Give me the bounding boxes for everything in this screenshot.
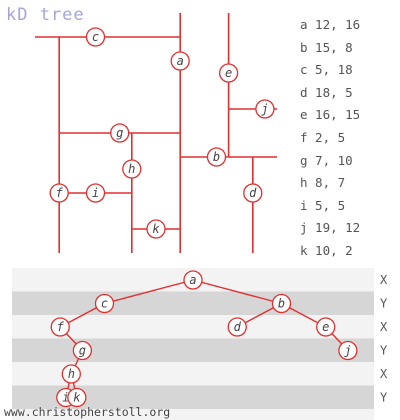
- svg-text:h: h: [68, 367, 75, 381]
- plane-point-b: b: [206, 147, 227, 167]
- svg-text:d: d: [249, 186, 257, 200]
- point-entry-h: h 8, 7: [300, 175, 346, 191]
- svg-text:g: g: [79, 344, 86, 358]
- plane-point-g: g: [110, 123, 130, 143]
- point-entry-a: a 12, 16: [300, 17, 361, 32]
- point-entry-d: d 18, 5: [300, 84, 353, 100]
- svg-text:j: j: [261, 102, 268, 116]
- point-entry-e: e 16, 15: [300, 107, 361, 123]
- svg-text:e: e: [225, 66, 232, 80]
- svg-text:k: k: [152, 222, 160, 236]
- svg-text:a: a: [189, 273, 196, 287]
- level-band-3: [12, 338, 374, 362]
- svg-text:b: b: [213, 150, 220, 164]
- svg-text:i: i: [92, 186, 99, 200]
- svg-text:d: d: [234, 320, 242, 334]
- level-axis-3: Y: [380, 344, 388, 358]
- level-axis-0: X: [380, 273, 388, 287]
- footer-credit: www.christopherstoll.org: [4, 405, 171, 419]
- svg-text:h: h: [128, 162, 135, 176]
- point-entry-b: b 15, 8: [300, 39, 353, 55]
- svg-text:b: b: [278, 297, 285, 311]
- level-band-1: [12, 291, 374, 315]
- svg-text:a: a: [177, 54, 184, 68]
- plane-point-d: d: [243, 183, 263, 203]
- svg-text:i: i: [62, 391, 69, 405]
- plane-point-i: i: [85, 183, 106, 203]
- plane-point-k: k: [146, 219, 166, 239]
- svg-text:c: c: [101, 297, 108, 311]
- tree-node-h: h: [61, 364, 81, 384]
- point-entry-k: k 10, 2: [300, 242, 353, 258]
- tree-edge-a-c: [104, 279, 194, 305]
- tree-node-e: e: [316, 317, 336, 337]
- point-entry-f: f 2, 5: [300, 129, 346, 145]
- svg-text:j: j: [344, 344, 351, 358]
- level-axis-1: Y: [380, 297, 388, 311]
- tree-node-c: c: [94, 293, 115, 314]
- plane-point-e: e: [218, 63, 239, 83]
- svg-text:c: c: [92, 30, 99, 44]
- tree-node-d: d: [227, 317, 247, 337]
- point-list: a 12, 16 b 15, 8 c 5, 18 d 18, 5 e 16, 15 f 2…: [300, 14, 360, 263]
- partition-plane: a c f g h i k b d e j: [35, 13, 277, 253]
- plane-point-h: h: [122, 159, 142, 179]
- svg-text:g: g: [116, 126, 123, 140]
- tree-node-g: g: [72, 340, 93, 361]
- point-entry-j: j 19, 12: [300, 220, 361, 236]
- diagram-title: kD tree: [6, 5, 85, 25]
- tree-level-bands: [12, 268, 374, 420]
- plane-point-c: c: [85, 27, 106, 47]
- point-entry-i: i 5, 5: [300, 197, 346, 213]
- level-axis-5: Y: [380, 391, 388, 405]
- tree-edge-a-b: [192, 279, 282, 305]
- svg-text:e: e: [322, 320, 329, 334]
- level-band-bottom: [12, 409, 374, 420]
- plane-point-a: a: [170, 51, 190, 71]
- svg-text:f: f: [56, 186, 64, 200]
- point-entry-c: c 5, 18: [300, 62, 353, 78]
- plane-point-j: j: [255, 99, 275, 119]
- tree-node-f: f: [50, 317, 70, 337]
- level-axis-4: X: [380, 367, 388, 381]
- level-band-4: [12, 362, 374, 386]
- tree-node-k: k: [67, 387, 87, 408]
- svg-text:f: f: [57, 320, 65, 334]
- tree-node-j: j: [338, 340, 358, 361]
- point-entry-g: g 7, 10: [300, 152, 353, 168]
- level-axis-2: X: [380, 320, 388, 334]
- plane-point-f: f: [49, 183, 69, 203]
- level-band-5: [12, 385, 374, 409]
- level-band-2: [12, 315, 374, 339]
- tree-node-a: a: [183, 270, 203, 290]
- svg-text:k: k: [73, 391, 81, 405]
- tree-node-b: b: [271, 293, 292, 314]
